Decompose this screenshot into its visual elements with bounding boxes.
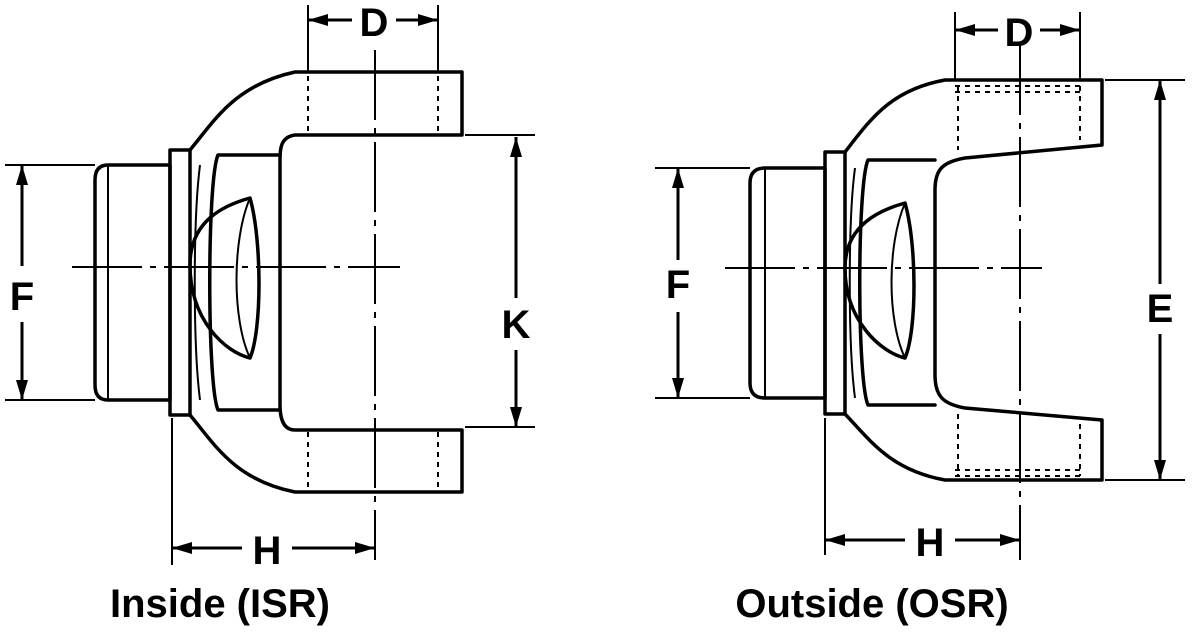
osr-boss (843, 201, 916, 360)
isr-label-h: H (253, 529, 282, 573)
isr-dimension-d: D (307, 1, 439, 72)
osr-yoke-body (843, 78, 1104, 482)
isr-dimension-h: H (171, 418, 375, 573)
isr-bore-hidden-lines (307, 76, 439, 490)
osr-label-e: E (1147, 287, 1174, 331)
osr-dimension-f: F (655, 167, 750, 399)
osr-hub (748, 150, 847, 416)
osr-label-d: D (1005, 11, 1034, 55)
outside-osr-view: D F E H Outside (OSR) (655, 11, 1185, 626)
isr-yoke-body (188, 70, 464, 494)
isr-title: Inside (ISR) (110, 582, 330, 626)
osr-dimension-e: E (1105, 79, 1185, 481)
osr-label-f: F (666, 263, 690, 307)
isr-label-k: K (502, 303, 531, 347)
inside-isr-view: D F K H Inside (ISR) (5, 1, 535, 626)
isr-label-d: D (360, 1, 389, 45)
osr-label-h: H (916, 521, 945, 565)
isr-boss (188, 196, 261, 360)
osr-title: Outside (OSR) (735, 582, 1008, 626)
isr-dimension-k: K (465, 134, 535, 428)
isr-label-f: F (10, 275, 34, 319)
osr-dimension-d: D (954, 11, 1081, 80)
osr-bore-hidden-lines (955, 85, 1081, 477)
osr-dimension-h: H (824, 418, 1020, 565)
isr-hub (93, 148, 192, 417)
isr-dimension-f: F (5, 164, 95, 401)
